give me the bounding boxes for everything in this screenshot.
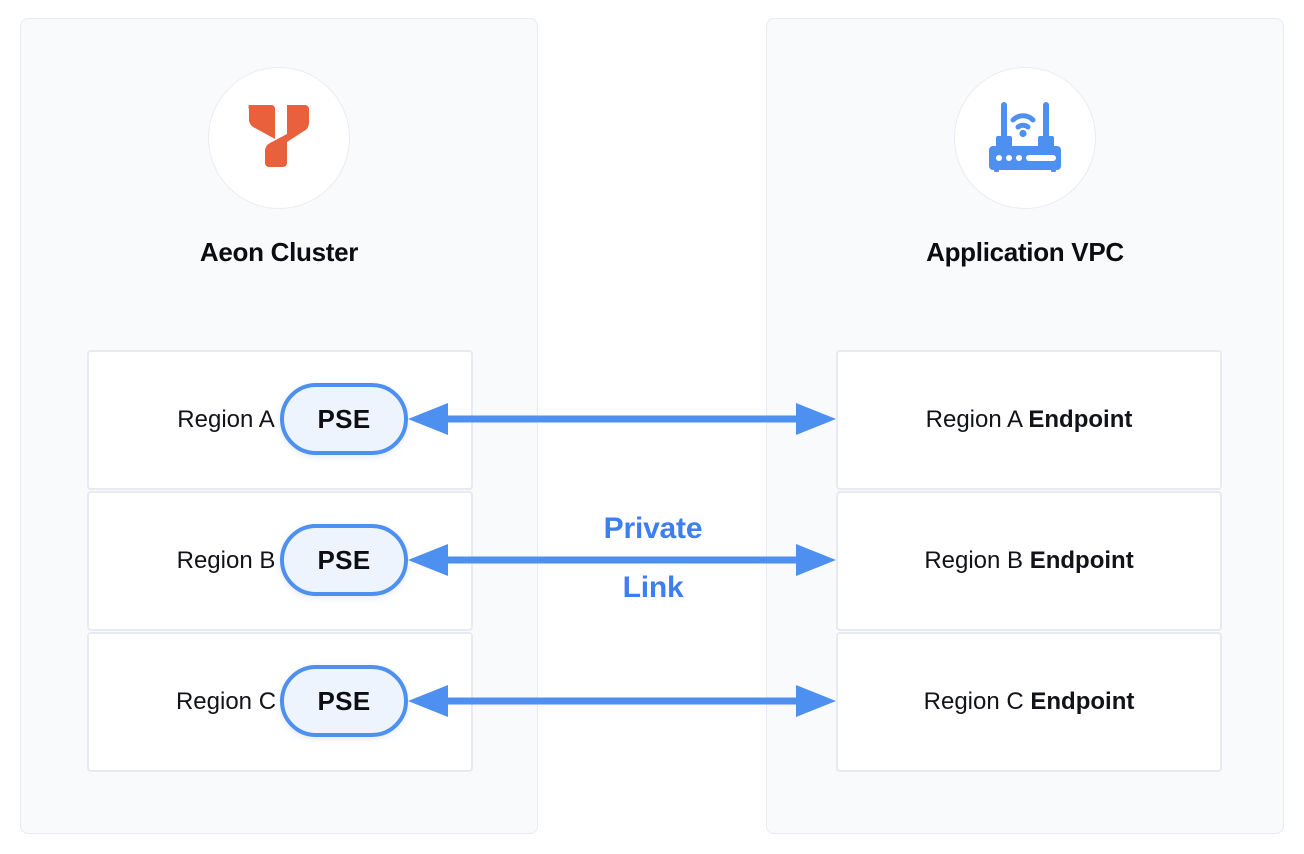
pse-node-a[interactable]: PSE (280, 383, 408, 455)
endpoint-c-region: Region C (923, 688, 1031, 715)
router-wifi-icon (988, 100, 1062, 177)
private-link-connector-b (408, 544, 836, 576)
router-logo-circle (954, 67, 1096, 209)
endpoint-card-b[interactable]: Region B Endpoint (836, 491, 1222, 631)
endpoint-a-label: Region A Endpoint (838, 406, 1220, 434)
endpoint-card-a[interactable]: Region A Endpoint (836, 350, 1222, 490)
private-link-connector-c (408, 685, 836, 717)
aeon-logo-circle (208, 67, 350, 209)
pse-node-c[interactable]: PSE (280, 665, 408, 737)
endpoint-a-kind: Endpoint (1028, 406, 1133, 433)
endpoint-b-region: Region B (924, 547, 1030, 574)
private-link-label-line1: Private (603, 512, 703, 545)
private-link-connector-a (408, 403, 836, 435)
application-vpc-header: Application VPC (767, 67, 1283, 268)
endpoint-a-region: Region A (925, 406, 1029, 433)
private-link-label-line2: Link (622, 571, 684, 604)
endpoint-b-kind: Endpoint (1029, 547, 1134, 574)
application-vpc-panel: Application VPC Region A Endpoint Region… (766, 18, 1284, 834)
endpoint-card-c[interactable]: Region C Endpoint (836, 632, 1222, 772)
region-a-label: Region A (177, 406, 275, 433)
endpoint-b-label: Region B Endpoint (838, 547, 1220, 575)
aeon-cluster-panel: Aeon Cluster Region A Region B Region C (20, 18, 538, 834)
application-vpc-title: Application VPC (926, 237, 1124, 267)
aeon-cluster-title: Aeon Cluster (199, 237, 359, 267)
aeon-cluster-header: Aeon Cluster (21, 67, 537, 268)
pse-node-b[interactable]: PSE (280, 524, 408, 596)
region-c-label: Region C (175, 688, 277, 715)
region-b-label: Region B (176, 547, 276, 574)
endpoint-c-kind: Endpoint (1030, 688, 1135, 715)
aeon-y-logo-icon (245, 101, 313, 176)
endpoint-c-label: Region C Endpoint (838, 688, 1220, 716)
